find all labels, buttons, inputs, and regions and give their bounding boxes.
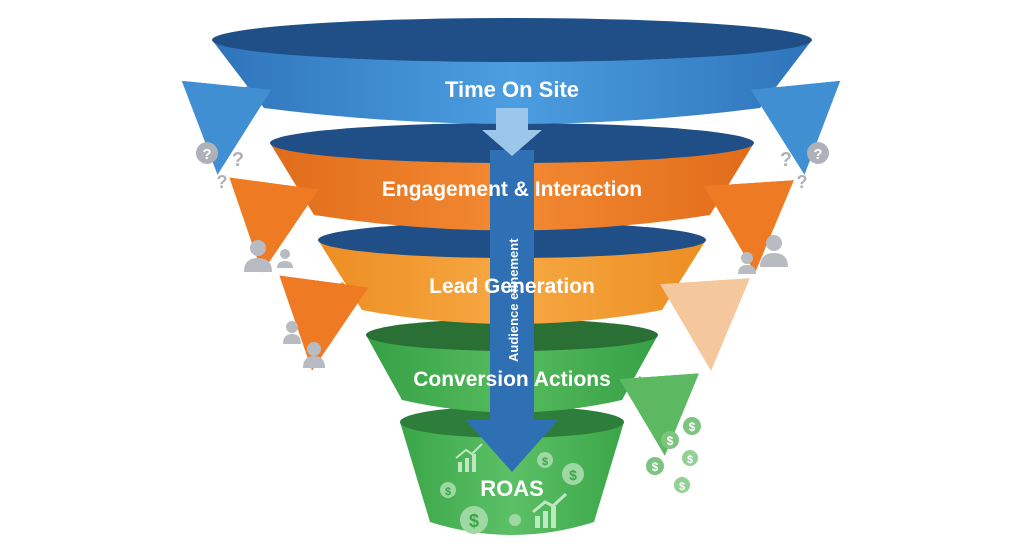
svg-text:$: $ bbox=[469, 511, 479, 531]
svg-text:$: $ bbox=[652, 460, 659, 474]
svg-text:$: $ bbox=[445, 486, 451, 498]
svg-text:$: $ bbox=[667, 434, 674, 448]
svg-text:$: $ bbox=[689, 420, 696, 434]
right-exit-arrow-lower bbox=[660, 278, 750, 371]
svg-text:$: $ bbox=[687, 454, 693, 466]
stage-label-time-on-site: Time On Site bbox=[445, 77, 579, 102]
svg-text:?: ? bbox=[202, 146, 211, 163]
svg-text:$: $ bbox=[569, 467, 577, 483]
svg-text:?: ? bbox=[780, 149, 792, 171]
dollar-coins-icon-right: $ $ $ $ $ bbox=[646, 417, 701, 493]
funnel-stage-time-on-site bbox=[212, 18, 812, 124]
dollar-icons-inside: $ $ $ $ bbox=[440, 452, 584, 534]
stage-label-engagement: Engagement & Interaction bbox=[382, 178, 642, 201]
svg-text:?: ? bbox=[813, 146, 822, 163]
svg-text:?: ? bbox=[232, 149, 244, 171]
svg-text:$: $ bbox=[542, 456, 548, 468]
question-marks-icon-left: ? ? ? bbox=[196, 142, 244, 192]
right-exit-arrow-green bbox=[619, 373, 700, 456]
users-icon-left-mid bbox=[244, 240, 293, 272]
users-icon-left-lower bbox=[283, 321, 325, 368]
right-exit-arrow-mid bbox=[704, 180, 794, 273]
growth-chart-icon-top bbox=[455, 443, 483, 472]
left-exit-arrow-mid bbox=[229, 177, 319, 273]
stage-label-conversion: Conversion Actions bbox=[413, 368, 611, 391]
right-exit-arrow-top bbox=[750, 80, 841, 175]
svg-text:$: $ bbox=[679, 481, 685, 493]
audience-refinement-label: Audience efinement bbox=[506, 238, 521, 362]
left-exit-arrow-top bbox=[181, 80, 272, 175]
svg-text:?: ? bbox=[797, 172, 808, 192]
users-icon-right-mid bbox=[738, 235, 788, 274]
growth-chart-icon-bottom bbox=[532, 492, 568, 528]
stage-label-lead: Lead Generation bbox=[429, 275, 595, 298]
stage-label-roas: ROAS bbox=[480, 476, 544, 501]
question-marks-icon-right: ? ? ? bbox=[780, 142, 829, 192]
audience-refinement-arrow bbox=[466, 108, 558, 472]
svg-text:?: ? bbox=[217, 172, 228, 192]
left-exit-arrow-lower bbox=[279, 275, 369, 371]
